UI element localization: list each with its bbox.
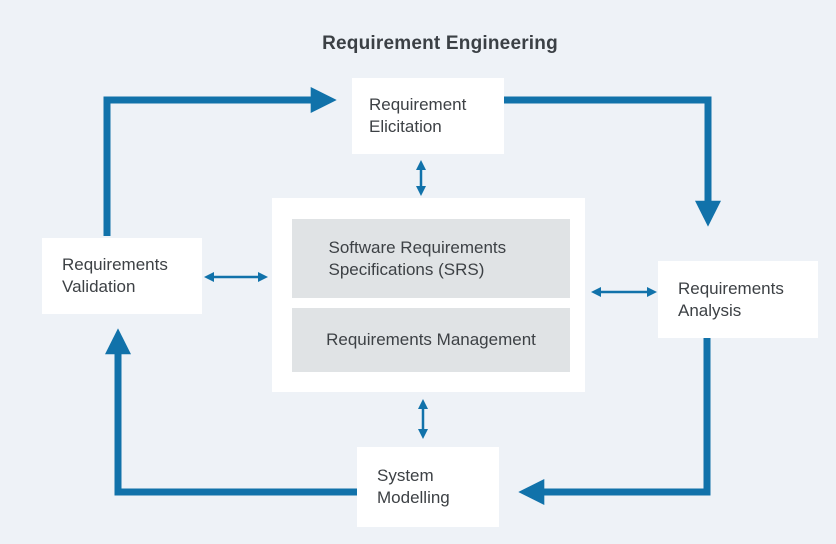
node-requirement-elicitation-label: Requirement Elicitation bbox=[369, 95, 467, 136]
node-requirements-management-label: Requirements Management bbox=[326, 330, 536, 349]
node-system-modelling: System Modelling bbox=[357, 447, 499, 527]
node-requirement-elicitation: Requirement Elicitation bbox=[352, 78, 504, 154]
arrow-validation-to-elicitation bbox=[103, 87, 337, 236]
node-srs-label: Software Requirements Specifications (SR… bbox=[328, 237, 507, 279]
node-requirements-validation-label: Requirements Validation bbox=[62, 255, 168, 296]
node-requirements-validation: Requirements Validation bbox=[42, 238, 202, 314]
node-srs-container: Software Requirements Specifications (SR… bbox=[272, 198, 585, 392]
node-requirements-analysis: Requirements Analysis bbox=[658, 261, 818, 338]
diagram-title: Requirement Engineering bbox=[322, 33, 558, 54]
arrow-analysis-to-modelling bbox=[518, 336, 711, 505]
node-requirements-analysis-label: Requirements Analysis bbox=[678, 278, 784, 320]
node-system-modelling-label: System Modelling bbox=[377, 466, 450, 507]
arrow-modelling-to-validation bbox=[105, 328, 357, 496]
node-software-requirements-specifications: Software Requirements Specifications (SR… bbox=[292, 219, 570, 298]
arrow-elicitation-to-analysis bbox=[504, 96, 721, 227]
node-requirements-management: Requirements Management bbox=[292, 308, 570, 372]
